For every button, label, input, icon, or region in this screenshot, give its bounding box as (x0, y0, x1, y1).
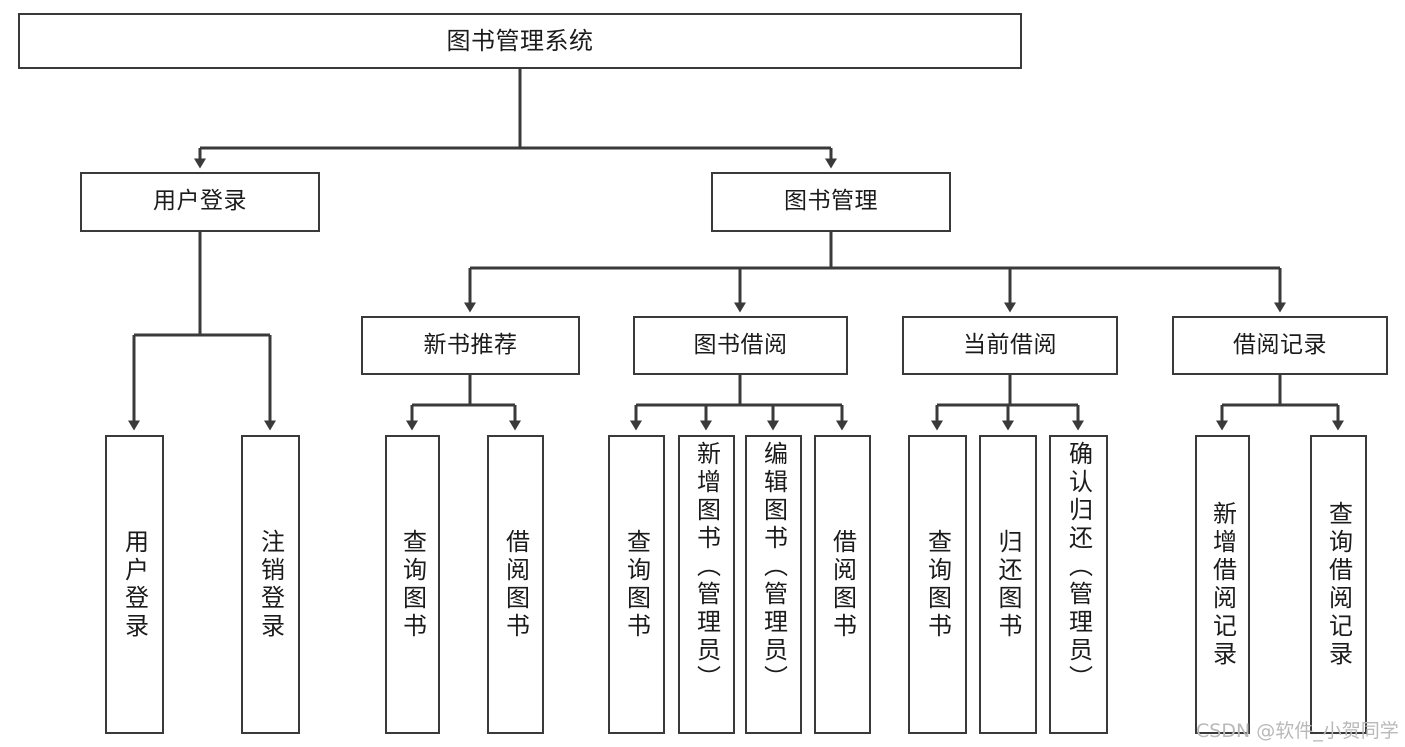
node-leaf-return-book[interactable]: 归还图书 (979, 435, 1037, 734)
node-new-book-recommend-label: 新书推荐 (423, 331, 518, 358)
node-leaf-edit-book-admin-label: 编辑图书（管理员） (759, 441, 788, 693)
node-leaf-logout[interactable]: 注销登录 (241, 435, 300, 734)
node-borrow-record[interactable]: 借阅记录 (1172, 316, 1388, 375)
node-new-book-recommend[interactable]: 新书推荐 (361, 316, 580, 375)
node-leaf-add-book-admin-label: 新增图书（管理员） (692, 441, 721, 693)
node-borrow-record-label: 借阅记录 (1233, 331, 1327, 358)
node-leaf-confirm-return-admin-label: 确认归还（管理员） (1064, 441, 1093, 693)
node-leaf-return-book-label: 归还图书 (994, 528, 1022, 641)
node-leaf-borrow-book-recommend[interactable]: 借阅图书 (487, 435, 544, 734)
node-book-borrow[interactable]: 图书借阅 (633, 316, 848, 375)
node-leaf-query-borrow-record-label: 查询借阅记录 (1324, 500, 1353, 669)
node-leaf-query-book-borrow[interactable]: 查询图书 (608, 435, 665, 734)
node-leaf-query-book-recommend-label: 查询图书 (398, 528, 427, 641)
node-user-login-label: 用户登录 (153, 188, 247, 215)
node-leaf-user-login[interactable]: 用户登录 (105, 435, 164, 734)
node-leaf-logout-label: 注销登录 (256, 528, 285, 641)
node-book-management-label: 图书管理 (784, 188, 878, 215)
node-leaf-query-book-current-label: 查询图书 (923, 528, 952, 641)
node-leaf-borrow-book-label: 借阅图书 (828, 528, 857, 641)
node-leaf-query-borrow-record[interactable]: 查询借阅记录 (1310, 435, 1367, 734)
node-leaf-user-login-label: 用户登录 (120, 528, 149, 641)
node-root[interactable]: 图书管理系统 (18, 13, 1022, 69)
node-leaf-add-borrow-record-label: 新增借阅记录 (1208, 500, 1237, 669)
node-leaf-add-borrow-record[interactable]: 新增借阅记录 (1195, 435, 1250, 734)
node-leaf-borrow-book[interactable]: 借阅图书 (814, 435, 871, 734)
node-book-borrow-label: 图书借阅 (693, 331, 788, 358)
node-current-borrow[interactable]: 当前借阅 (902, 316, 1118, 375)
node-user-login[interactable]: 用户登录 (80, 172, 320, 232)
node-leaf-confirm-return-admin[interactable]: 确认归还（管理员） (1049, 435, 1108, 734)
watermark: CSDN @软件_小贺同学 (1196, 720, 1399, 742)
node-leaf-edit-book-admin[interactable]: 编辑图书（管理员） (745, 435, 802, 734)
node-leaf-add-book-admin[interactable]: 新增图书（管理员） (678, 435, 735, 734)
node-book-management[interactable]: 图书管理 (711, 172, 951, 232)
node-leaf-query-book-current[interactable]: 查询图书 (908, 435, 967, 734)
node-root-label: 图书管理系统 (446, 26, 594, 55)
node-leaf-borrow-book-recommend-label: 借阅图书 (501, 528, 530, 641)
node-current-borrow-label: 当前借阅 (963, 331, 1057, 358)
node-leaf-query-book-borrow-label: 查询图书 (622, 528, 651, 641)
node-leaf-query-book-recommend[interactable]: 查询图书 (385, 435, 440, 734)
